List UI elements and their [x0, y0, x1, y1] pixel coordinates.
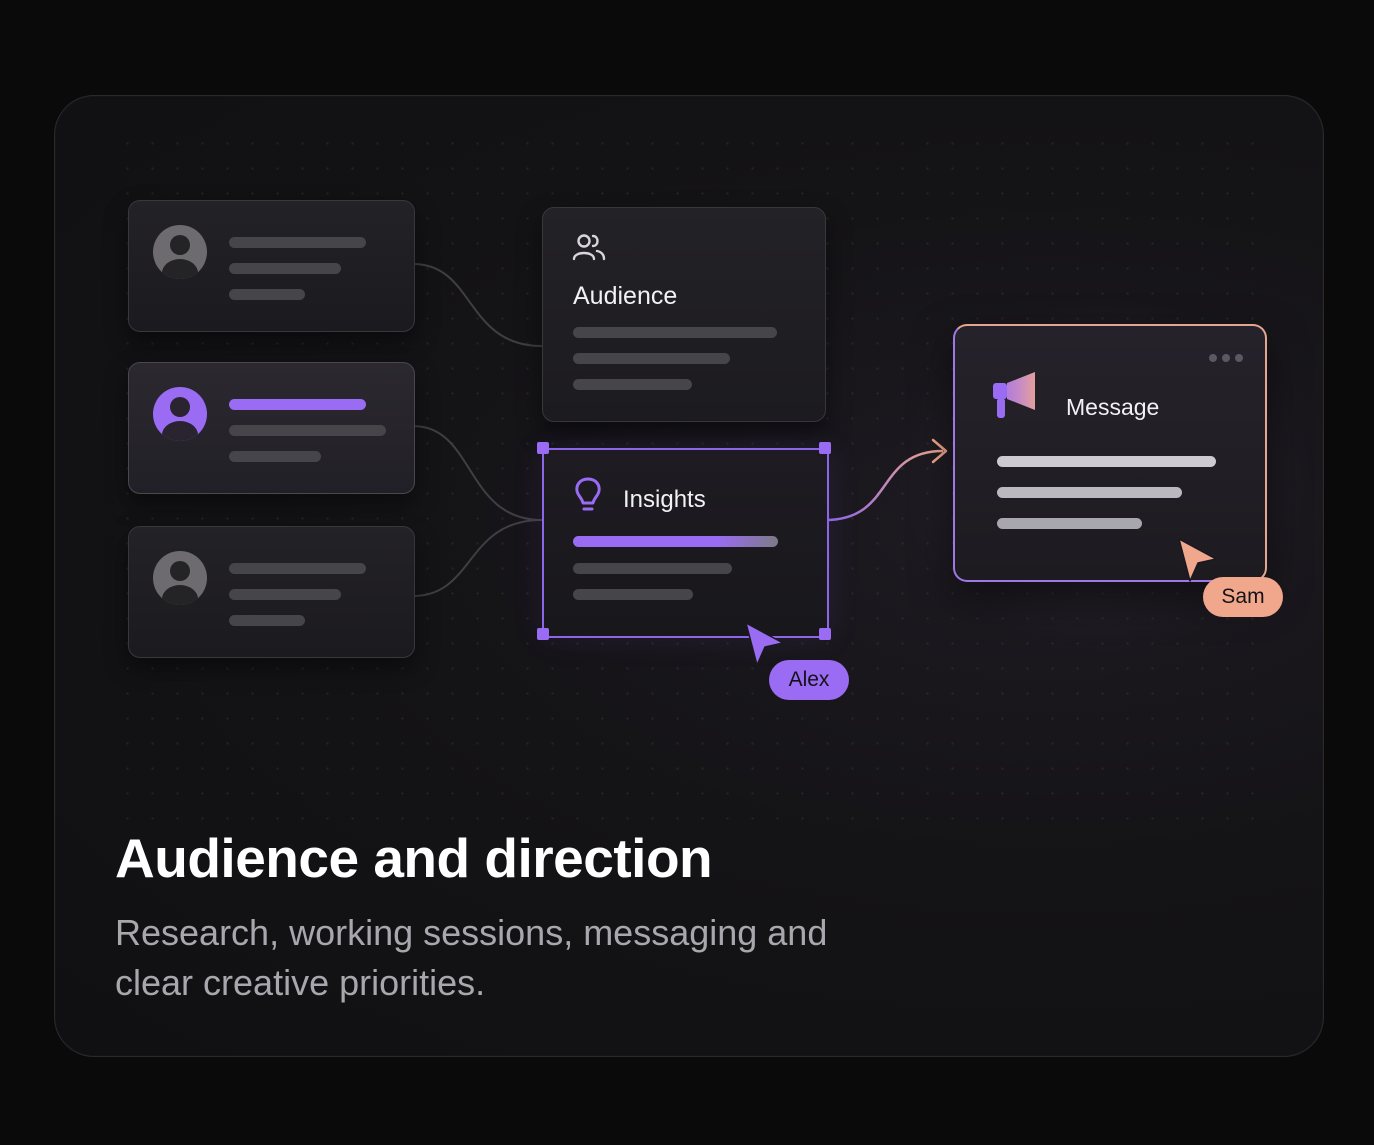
highlight-line [573, 536, 778, 547]
message-title: Message [1066, 394, 1160, 420]
audience-title: Audience [573, 282, 678, 310]
insights-node[interactable]: Insights [542, 448, 829, 638]
connector-profile-3-insights [412, 519, 543, 597]
card-description: Research, working sessions, messaging an… [115, 912, 828, 1003]
placeholder-line [997, 456, 1216, 467]
highlight-line [229, 399, 366, 410]
placeholder-line [573, 563, 732, 574]
placeholder-line [573, 379, 692, 390]
placeholder-line [229, 289, 305, 300]
resize-handle-top-left[interactable] [537, 442, 549, 454]
avatar-icon [153, 551, 207, 605]
arrow-head-icon [931, 438, 948, 464]
more-options-icon[interactable] [1209, 354, 1243, 362]
lightbulb-icon [575, 477, 601, 511]
placeholder-line [229, 263, 341, 274]
placeholder-line [573, 327, 777, 338]
users-icon [572, 234, 606, 261]
profile-card-2[interactable] [128, 362, 415, 494]
insights-title: Insights [623, 486, 706, 513]
connector-profile-2-insights [412, 425, 543, 521]
card-heading: Audience and direction [115, 827, 713, 889]
placeholder-line [229, 451, 321, 462]
placeholder-line [997, 518, 1142, 529]
resize-handle-bottom-left[interactable] [537, 628, 549, 640]
profile-card-1[interactable] [128, 200, 415, 332]
placeholder-line [573, 353, 730, 364]
audience-node[interactable]: Audience [542, 207, 826, 422]
resize-handle-bottom-right[interactable] [819, 628, 831, 640]
cursor-arrow-icon [1178, 538, 1217, 582]
connector-profile-1-audience [412, 263, 543, 347]
avatar-icon [153, 225, 207, 279]
cursor-label-sam: Sam [1203, 577, 1283, 617]
message-node[interactable]: Message [953, 324, 1267, 582]
placeholder-line [229, 615, 305, 626]
feature-card: Audience Insights [54, 95, 1324, 1057]
cursor-label-alex: Alex [769, 660, 849, 700]
profile-card-3[interactable] [128, 526, 415, 658]
placeholder-line [229, 589, 341, 600]
resize-handle-top-right[interactable] [819, 442, 831, 454]
placeholder-line [997, 487, 1182, 498]
placeholder-line [229, 237, 366, 248]
placeholder-line [573, 589, 693, 600]
placeholder-line [229, 425, 386, 436]
avatar-icon [153, 387, 207, 441]
placeholder-line [229, 563, 366, 574]
connector-insights-message [824, 449, 944, 522]
cursor-arrow-icon [745, 622, 784, 666]
megaphone-icon [993, 372, 1035, 418]
connector-lines [412, 263, 948, 597]
